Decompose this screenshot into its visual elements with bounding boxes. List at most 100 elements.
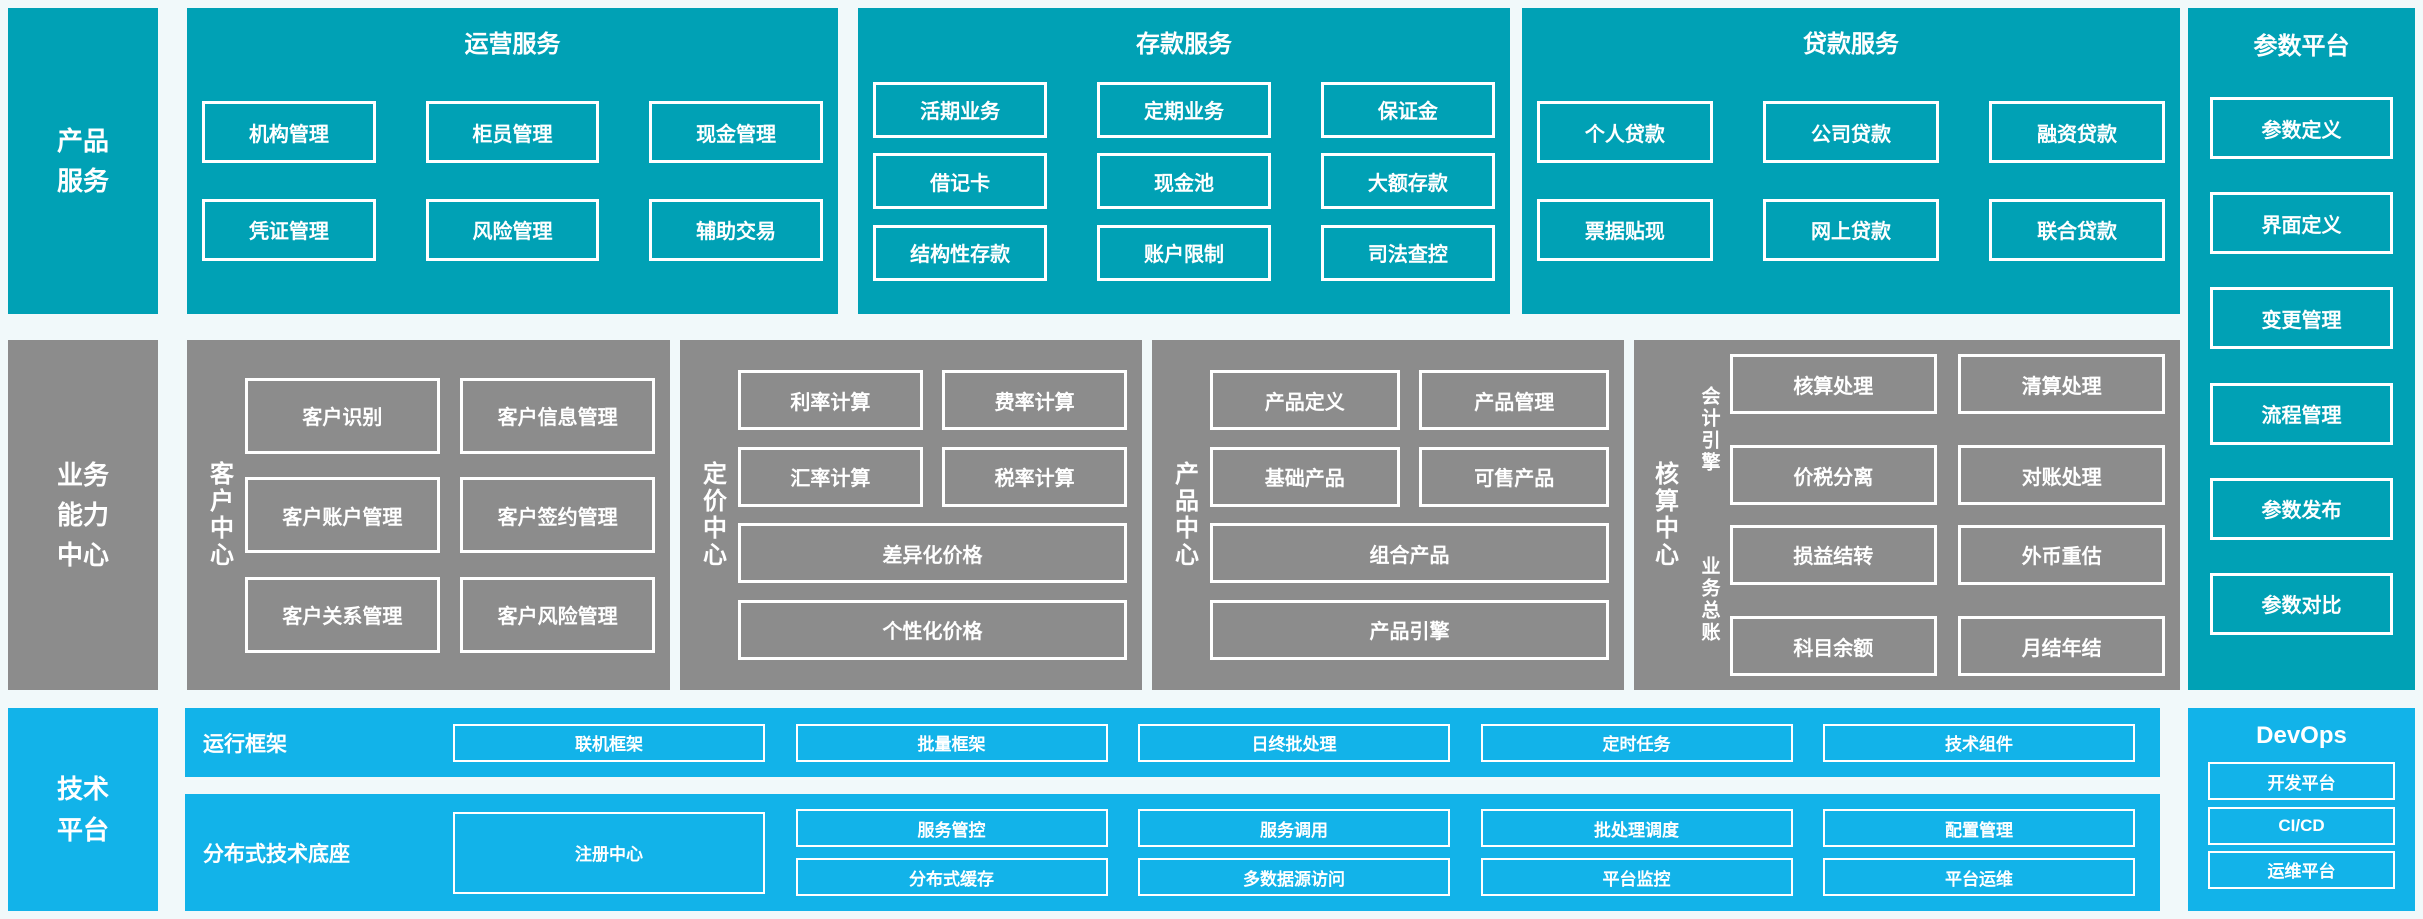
section-distributed-tech-base: 分布式技术底座 注册中心 服务管控 分布式缓存 服务调用 多数据源访问 批处理调… [185, 794, 2160, 911]
accounting-group: 业务总账 损益结转 外币重估 科目余额 月结年结 [1688, 524, 2165, 676]
accounting-groups: 会计引擎 核算处理 清算处理 价税分离 对账处理 业务总账 损益结转 [1688, 354, 2165, 676]
box-row: 科目余额 月结年结 [1730, 616, 2165, 676]
service-box: 公司贷款 [1763, 101, 1939, 164]
box-rows: 活期业务 定期业务 保证金 借记卡 现金池 大额存款 结构性存款 账户限制 司法… [858, 66, 1510, 314]
section-title: 运营服务 [464, 31, 561, 58]
capability-box: 客户识别 [245, 377, 440, 454]
capability-box: 客户账户管理 [245, 477, 440, 553]
box-row: 活期业务 定期业务 保证金 [873, 81, 1495, 138]
capability-box: 个性化价格 [738, 599, 1127, 660]
registry-center-box: 注册中心 [453, 811, 765, 894]
center-label: 产品中心 [1170, 461, 1198, 569]
capability-box: 客户关系管理 [245, 576, 440, 653]
box-rows: 个人贷款 公司贷款 融资贷款 票据贴现 网上贷款 联合贷款 [1522, 66, 2180, 314]
bar-label: 运行框架 [203, 732, 287, 756]
box-row: 核算处理 清算处理 [1730, 354, 2165, 414]
box-row: 凭证管理 风险管理 辅助交易 [202, 198, 823, 261]
box-row: 利率计算 费率计算 [738, 370, 1127, 431]
capability-box: 汇率计算 [738, 446, 923, 507]
capability-box: 差异化价格 [738, 523, 1127, 584]
box-row: 汇率计算 税率计算 [738, 446, 1127, 507]
tech-box: 分布式缓存 [795, 858, 1108, 896]
section-parameter-platform: 参数平台 参数定义 界面定义 变更管理 流程管理 参数发布 参数对比 [2188, 8, 2415, 690]
devops-box: 开发平台 [2208, 762, 2395, 801]
tech-box: 配置管理 [1823, 809, 2135, 847]
service-box: 机构管理 [202, 101, 376, 164]
section-title: 参数平台 [2253, 33, 2350, 60]
box-row: 票据贴现 网上贷款 联合贷款 [1537, 198, 2165, 261]
capability-box: 基础产品 [1210, 446, 1400, 507]
tech-box: 平台运维 [1823, 858, 2135, 896]
capability-box: 月结年结 [1958, 616, 2165, 676]
service-box: 定期业务 [1096, 81, 1272, 138]
section-title: 贷款服务 [1803, 31, 1899, 58]
box-column: 服务调用 多数据源访问 [1138, 809, 1450, 896]
param-box: 参数定义 [2210, 97, 2393, 160]
service-box: 现金池 [1096, 153, 1272, 209]
capability-box: 损益结转 [1730, 524, 1937, 585]
center-label: 核算中心 [1650, 461, 1678, 569]
capability-box: 科目余额 [1730, 616, 1937, 676]
service-box: 融资贷款 [1989, 101, 2165, 164]
capability-box: 外币重估 [1958, 524, 2165, 585]
param-box: 流程管理 [2210, 382, 2393, 445]
capability-box: 利率计算 [738, 370, 923, 431]
box-row: 个人贷款 公司贷款 融资贷款 [1537, 101, 2165, 164]
box-rows: 联机框架 批量框架 日终批处理 定时任务 技术组件 [453, 723, 2160, 762]
section-devops: DevOps 开发平台 CI/CD 运维平台 [2188, 708, 2415, 911]
box-rows: 损益结转 外币重估 科目余额 月结年结 [1730, 524, 2165, 676]
service-box: 个人贷款 [1537, 101, 1713, 164]
tech-box: 服务管控 [795, 809, 1108, 847]
box-column: 批处理调度 平台监控 [1480, 809, 1793, 896]
box-rows: 注册中心 服务管控 分布式缓存 服务调用 多数据源访问 批处理调度 平台监控 配… [453, 809, 2160, 896]
group-label: 业务总账 [1698, 556, 1720, 645]
param-box: 参数对比 [2210, 572, 2393, 635]
service-box: 保证金 [1320, 81, 1495, 138]
box-row: 产品定义 产品管理 [1210, 370, 1609, 431]
devops-box: 运维平台 [2208, 850, 2395, 889]
box-rows: 机构管理 柜员管理 现金管理 凭证管理 风险管理 辅助交易 [187, 66, 838, 314]
center-label: 客户中心 [205, 461, 233, 569]
box-row: 客户账户管理 客户签约管理 [245, 477, 655, 553]
tech-box: 定时任务 [1480, 723, 1793, 762]
section-operations-services: 运营服务 机构管理 柜员管理 现金管理 凭证管理 风险管理 辅助交易 [187, 8, 838, 314]
section-pricing-center: 定价中心 利率计算 费率计算 汇率计算 税率计算 差异化价格 个性化价格 [680, 340, 1142, 690]
service-box: 票据贴现 [1537, 198, 1713, 261]
section-accounting-center: 核算中心 会计引擎 核算处理 清算处理 价税分离 对账处理 业务总账 [1634, 340, 2180, 690]
box-rows: 参数定义 界面定义 变更管理 流程管理 参数发布 参数对比 [2188, 60, 2415, 690]
capability-box: 客户信息管理 [460, 377, 655, 454]
capability-box: 价税分离 [1730, 445, 1937, 506]
capability-box: 税率计算 [942, 446, 1127, 507]
capability-box: 费率计算 [942, 370, 1127, 431]
capability-box: 核算处理 [1730, 354, 1937, 414]
service-box: 结构性存款 [873, 224, 1048, 281]
section-product-center: 产品中心 产品定义 产品管理 基础产品 可售产品 组合产品 产品引擎 [1152, 340, 1624, 690]
box-row: 基础产品 可售产品 [1210, 446, 1609, 507]
box-column: 配置管理 平台运维 [1823, 809, 2135, 896]
box-rows: 产品定义 产品管理 基础产品 可售产品 组合产品 产品引擎 [1210, 354, 1609, 676]
tech-box: 多数据源访问 [1138, 858, 1450, 896]
tech-box: 技术组件 [1823, 723, 2135, 762]
center-label: 定价中心 [698, 461, 726, 569]
param-box: 参数发布 [2210, 477, 2393, 540]
tech-box: 联机框架 [453, 723, 765, 762]
label-tech-platform: 技术平台 [8, 708, 158, 911]
accounting-group: 会计引擎 核算处理 清算处理 价税分离 对账处理 [1688, 354, 2165, 506]
section-runtime-framework: 运行框架 联机框架 批量框架 日终批处理 定时任务 技术组件 [185, 708, 2160, 777]
group-label: 会计引擎 [1698, 385, 1720, 474]
bar-label: 分布式技术底座 [203, 842, 350, 866]
capability-box: 可售产品 [1419, 446, 1609, 507]
box-row: 客户识别 客户信息管理 [245, 377, 655, 454]
section-customer-center: 客户中心 客户识别 客户信息管理 客户账户管理 客户签约管理 客户关系管理 客户… [187, 340, 670, 690]
param-box: 界面定义 [2210, 192, 2393, 255]
label-business-capability-center: 业务能力中心 [8, 340, 158, 690]
label-text: 技术平台 [56, 774, 109, 845]
service-box: 借记卡 [873, 153, 1048, 209]
box-row: 借记卡 现金池 大额存款 [873, 153, 1495, 209]
box-rows: 利率计算 费率计算 汇率计算 税率计算 差异化价格 个性化价格 [738, 354, 1127, 676]
capability-box: 客户风险管理 [460, 576, 655, 653]
service-box: 凭证管理 [202, 198, 376, 261]
service-box: 大额存款 [1320, 153, 1495, 209]
label-text: 产品服务 [56, 125, 109, 196]
